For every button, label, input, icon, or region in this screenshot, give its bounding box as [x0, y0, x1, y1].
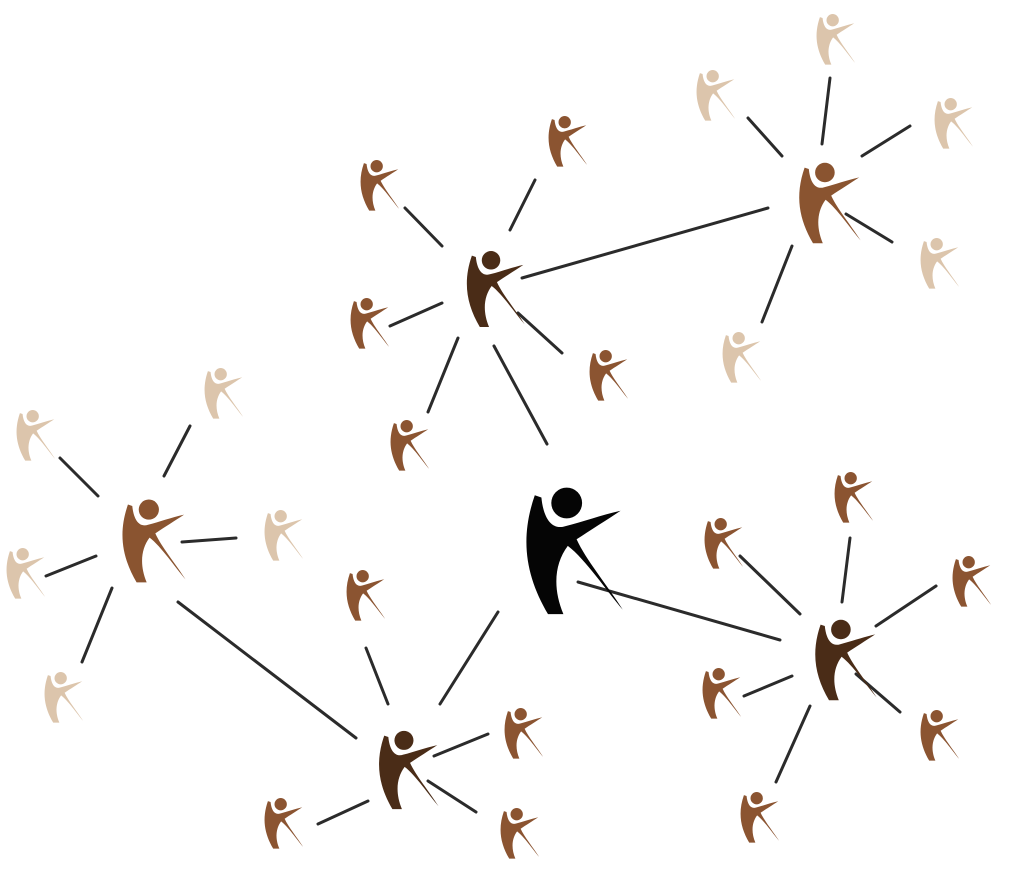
- person-icon: [722, 332, 762, 383]
- person-icon: [16, 410, 56, 461]
- connection-line: [860, 124, 912, 158]
- person-icon: [500, 808, 540, 859]
- connection-line: [426, 779, 478, 814]
- connection-line: [874, 584, 938, 628]
- connection-line: [820, 76, 832, 146]
- person-icon-hub-bottom: [379, 730, 439, 810]
- person-icon: [548, 116, 588, 167]
- person-icon: [589, 350, 629, 401]
- connection-line: [432, 732, 490, 758]
- person-icon: [952, 556, 992, 607]
- connection-line: [844, 212, 894, 244]
- connection-line: [403, 206, 444, 248]
- connection-line: [508, 178, 537, 232]
- person-icon-hub-right: [815, 619, 877, 701]
- connection-line: [58, 456, 100, 498]
- connection-line: [180, 536, 238, 544]
- person-icon: [264, 510, 304, 561]
- connection-line: [388, 301, 444, 328]
- person-icon: [816, 14, 856, 65]
- connection-line: [44, 554, 98, 578]
- connection-line: [492, 344, 549, 446]
- person-icon-hub-top-right: [799, 162, 861, 244]
- person-icon: [740, 792, 780, 843]
- connection-line: [742, 674, 794, 698]
- person-icon: [704, 518, 744, 569]
- connection-line: [576, 580, 782, 642]
- person-icon: [360, 160, 400, 211]
- person-icon-hub-top: [466, 251, 525, 327]
- connection-line: [316, 799, 370, 826]
- person-icon: [346, 570, 386, 621]
- connection-line: [438, 610, 500, 706]
- person-icon: [696, 70, 736, 121]
- person-icon: [350, 298, 390, 349]
- connection-line: [162, 424, 192, 478]
- person-icon: [390, 420, 430, 471]
- connection-line: [364, 646, 390, 706]
- person-icon: [934, 98, 974, 149]
- person-icon: [264, 798, 304, 849]
- person-icon: [44, 672, 84, 723]
- connection-line: [426, 336, 460, 414]
- person-icon: [204, 368, 244, 419]
- connection-line: [738, 554, 802, 616]
- person-icon: [834, 472, 874, 523]
- person-icon: [6, 548, 46, 599]
- person-icon-hub-left: [122, 499, 186, 583]
- person-icon-center: [526, 487, 623, 615]
- person-icon: [504, 708, 544, 759]
- connection-line: [176, 600, 358, 740]
- connection-line: [760, 244, 794, 324]
- connection-line: [520, 206, 770, 280]
- connection-line: [746, 116, 784, 158]
- person-icon: [702, 668, 742, 719]
- person-icon: [920, 710, 960, 761]
- connection-line: [80, 586, 114, 664]
- connection-line: [840, 536, 852, 604]
- person-icon: [920, 238, 960, 289]
- connection-line: [774, 704, 812, 784]
- connection-line: [516, 311, 564, 355]
